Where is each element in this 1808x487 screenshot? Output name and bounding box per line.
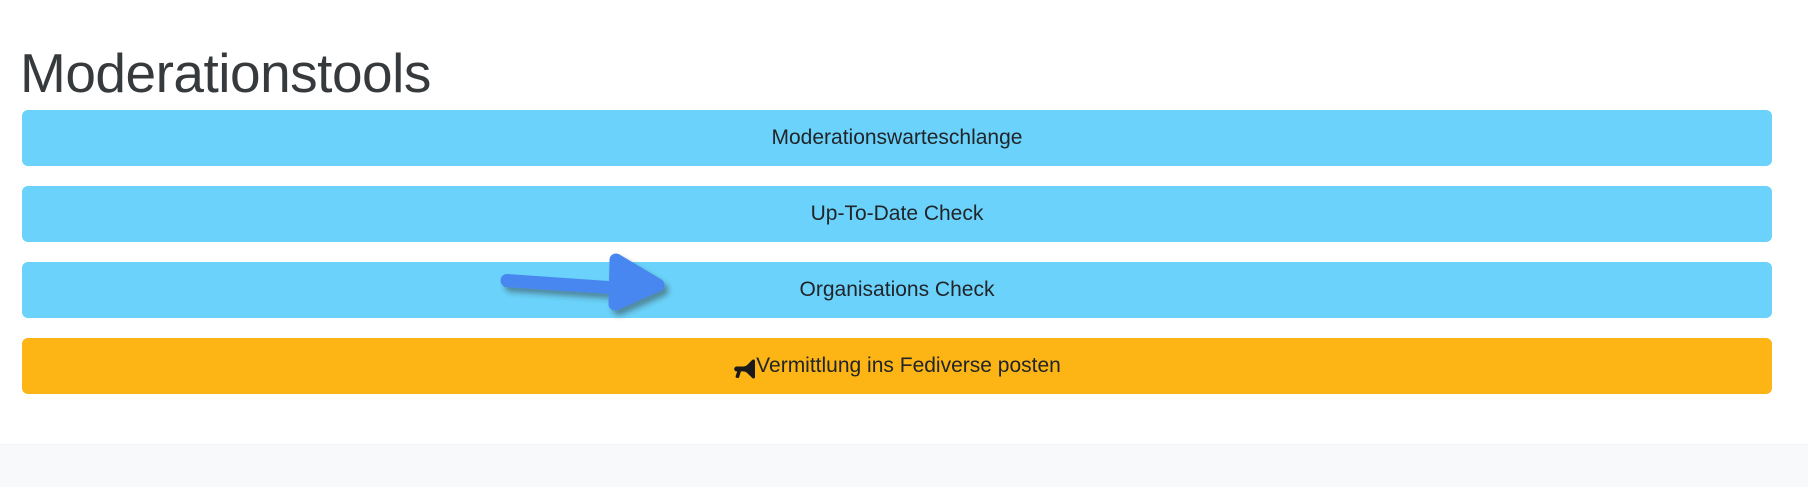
page-title: Moderationstools	[20, 41, 431, 104]
megaphone-icon	[733, 359, 756, 379]
up-to-date-check-button-label: Up-To-Date Check	[810, 202, 984, 225]
moderation-tools-button-list: Moderationswarteschlange Up-To-Date Chec…	[22, 110, 1772, 394]
moderation-queue-button-inner: Moderationswarteschlange	[772, 110, 1023, 166]
up-to-date-check-button[interactable]: Up-To-Date Check	[22, 186, 1772, 242]
moderation-queue-button[interactable]: Moderationswarteschlange	[22, 110, 1772, 166]
footer-strip	[0, 444, 1808, 487]
organisations-check-button-inner: Organisations Check	[800, 262, 995, 318]
up-to-date-check-button-inner: Up-To-Date Check	[811, 186, 984, 242]
post-to-fediverse-button[interactable]: Vermittlung ins Fediverse posten	[22, 338, 1772, 394]
organisations-check-button-label: Organisations Check	[799, 278, 995, 301]
post-to-fediverse-button-label: Vermittlung ins Fediverse posten	[756, 354, 1061, 377]
post-to-fediverse-button-inner: Vermittlung ins Fediverse posten	[733, 338, 1061, 394]
moderation-queue-button-label: Moderationswarteschlange	[771, 126, 1023, 149]
organisations-check-button[interactable]: Organisations Check	[22, 262, 1772, 318]
